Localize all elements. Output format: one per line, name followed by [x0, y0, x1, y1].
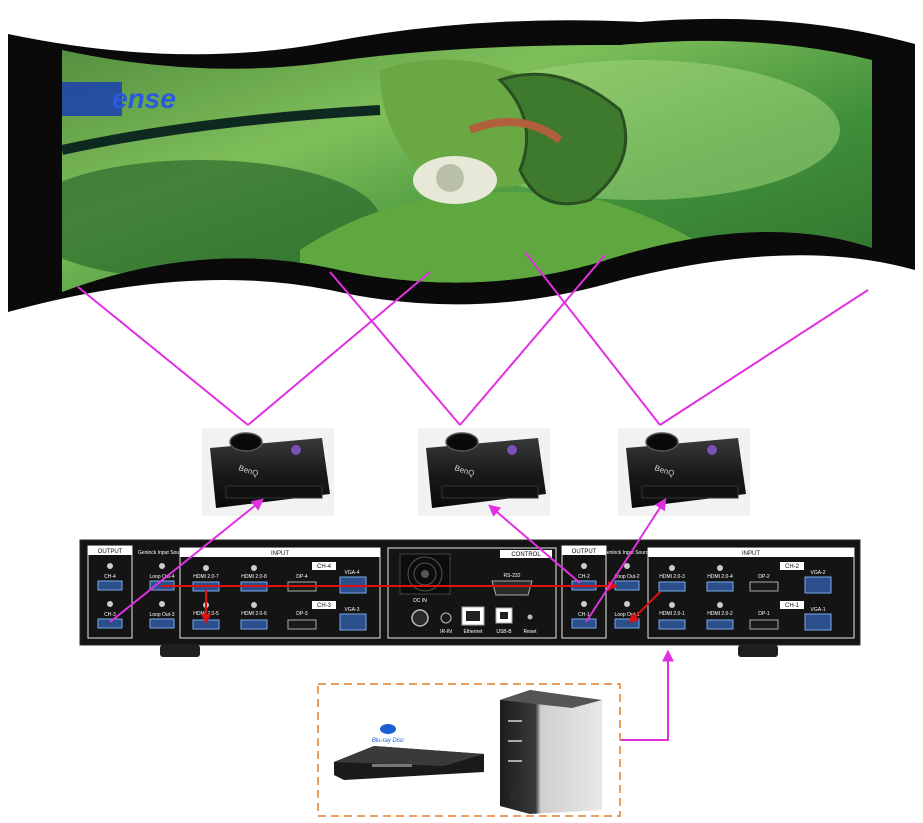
input-port-label: DP-3 [296, 611, 308, 617]
usb-label: USB-B [496, 629, 512, 635]
loop-port-2[interactable] [614, 580, 640, 591]
group-label-top: CH-2 [785, 564, 800, 570]
dp-input-2[interactable] [749, 581, 779, 592]
output-port-label: CH-3 [104, 612, 116, 618]
loop-port-3[interactable] [149, 618, 175, 629]
loop-line-right-diag [628, 591, 661, 624]
group-label-bottom: CH-3 [317, 603, 332, 609]
input-title: INPUT [271, 551, 289, 557]
sync-label: Genlock Input Source [603, 550, 651, 556]
source-devices: Blu-ray Disc [317, 683, 621, 817]
input-port-label: HDMI 2.0-7 [193, 574, 219, 580]
sync-label: Genlock Input Source [138, 550, 186, 556]
curved-screen: ense [8, 18, 915, 312]
group-label-top: CH-4 [317, 564, 332, 570]
projector-2: BenQ [418, 428, 550, 516]
loop-port-label: Loop Out-2 [614, 574, 639, 580]
reset-label: Reset [523, 629, 537, 635]
power-button-icon [291, 445, 301, 455]
hdmi-input-3[interactable] [658, 581, 686, 592]
input-port-label: VGA-1 [810, 607, 825, 613]
ethernet-label: Ethernet [464, 629, 484, 635]
caterpillar [497, 72, 628, 206]
input-port-label: HDMI 2.0-8 [241, 574, 267, 580]
hdmi-input-2[interactable] [706, 619, 734, 630]
loop-port-1[interactable] [614, 618, 640, 629]
output-port-ch3[interactable] [97, 618, 123, 629]
signal-source-to-input1 [621, 649, 674, 741]
vga-input-2[interactable] [804, 576, 832, 594]
ir-in-port[interactable] [440, 612, 452, 624]
output-port-label: CH-2 [578, 574, 590, 580]
reset-button[interactable] [527, 614, 533, 620]
input-port-label: HDMI 2.0-4 [707, 574, 733, 580]
hdmi-input-4[interactable] [706, 581, 734, 592]
input-port-label: VGA-4 [344, 570, 359, 576]
projector-lens [229, 432, 263, 452]
input-port-label: HDMI 2.0-3 [659, 574, 685, 580]
input-port-label: DP-4 [296, 574, 308, 580]
group-label-bottom: CH-1 [785, 603, 800, 609]
loop-port-label: Loop Out-3 [149, 612, 174, 618]
rs232-port[interactable] [491, 580, 533, 596]
loop-through-lines [162, 581, 661, 624]
vga-input-3[interactable] [339, 613, 367, 631]
loop-port-label: Loop Out-1 [614, 612, 639, 618]
input-port-label: VGA-2 [810, 570, 825, 576]
proj2-beam-right [459, 254, 606, 426]
processor-foot [160, 645, 200, 657]
screen-logo: ense [112, 83, 176, 114]
control-title: CONTROL [511, 552, 541, 558]
projection-lines [77, 251, 869, 426]
bluray-brand: Blu-ray Disc [372, 738, 404, 744]
ir-in-label: IR-IN [440, 629, 452, 635]
output-port-ch1[interactable] [571, 618, 597, 629]
input-port-label: HDMI 2.0-6 [241, 611, 267, 617]
power-button-icon [507, 445, 517, 455]
hdmi-input-1[interactable] [658, 619, 686, 630]
vga-input-1[interactable] [804, 613, 832, 631]
proj2-beam-left [329, 271, 461, 426]
signal-ch3-to-projector1 [109, 498, 264, 623]
output-port-label: CH-1 [578, 612, 590, 618]
bluray-player: Blu-ray Disc [334, 724, 484, 780]
output-signal-lines [109, 497, 674, 741]
output-port-label: CH-4 [104, 574, 116, 580]
proj1-beam-left [77, 286, 249, 426]
projector-1: BenQ [202, 428, 334, 516]
projector-lens [445, 432, 479, 452]
pc-tower [500, 690, 602, 814]
signal-ch2-to-projector2 [488, 504, 581, 584]
projector-3: BenQ [618, 428, 750, 516]
hdmi-input-6[interactable] [240, 619, 268, 630]
source-group-box [317, 683, 621, 817]
signal-ch1-to-projector3 [585, 497, 667, 623]
dc-in-port[interactable] [411, 609, 429, 627]
dp-input-1[interactable] [749, 619, 779, 630]
rs232-label: RS-232 [504, 573, 521, 579]
output-title: OUTPUT [572, 549, 597, 555]
video-processor: OUTPUT Genlock Input Source INPUT CH-4 C… [79, 539, 861, 657]
processor-foot [738, 645, 778, 657]
bluray-logo-icon [380, 724, 396, 734]
input-port-label: DP-2 [758, 574, 770, 580]
output-port-ch4[interactable] [97, 580, 123, 591]
proj3-beam-left [524, 251, 661, 426]
projector-lens [645, 432, 679, 452]
input-port-label: DP-1 [758, 611, 770, 617]
input-title: INPUT [742, 551, 760, 557]
output-title: OUTPUT [98, 549, 123, 555]
input-port-label: HDMI 2.0-2 [707, 611, 733, 617]
proj1-beam-right [247, 271, 431, 426]
screen-image: ense [62, 40, 872, 292]
loop-port-label: Loop Out-4 [149, 574, 174, 580]
power-button-icon [707, 445, 717, 455]
input-port-label: HDMI 2.0-1 [659, 611, 685, 617]
control-section: CONTROL RS-232 DC IN IR-IN Ethernet USB-… [387, 547, 557, 639]
dp-input-3[interactable] [287, 619, 317, 630]
input-port-label: VGA-3 [344, 607, 359, 613]
proj3-beam-right [659, 289, 869, 426]
dc-in-label: DC IN [413, 598, 427, 604]
